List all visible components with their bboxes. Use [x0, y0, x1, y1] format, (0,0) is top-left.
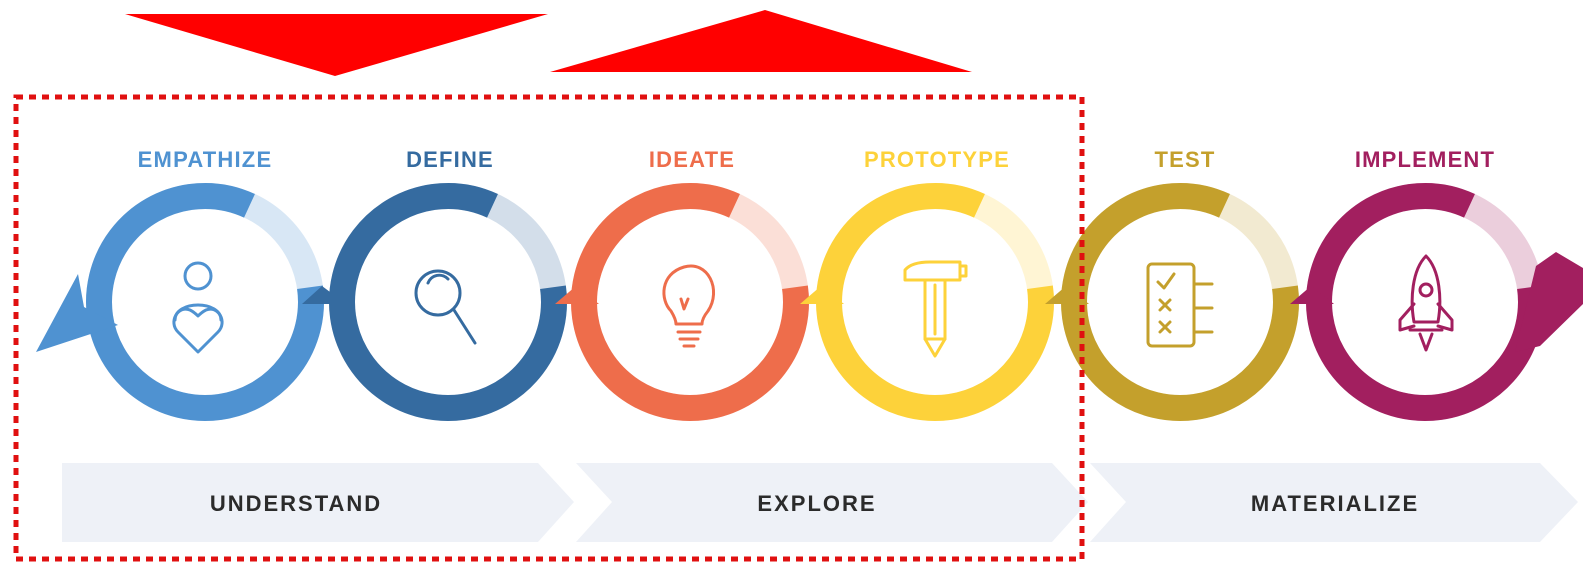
hammer-pencil-icon [903, 260, 968, 358]
checklist-icon [1146, 262, 1214, 348]
phase-band-materialize [1090, 463, 1578, 542]
stage-title-implement: IMPLEMENT [1355, 147, 1495, 172]
rocket-icon [1398, 254, 1454, 352]
highlight-box [13, 94, 1085, 562]
phase-bands [62, 463, 1578, 542]
phase-band-explore [576, 463, 1088, 542]
stage-ring-prototype [800, 183, 1054, 421]
phase-label-materialize: MATERIALIZE [1251, 491, 1419, 516]
stage-title-define: DEFINE [406, 147, 494, 172]
stage-title-test: TEST [1154, 147, 1215, 172]
lightbulb-icon [662, 264, 716, 348]
phase-label-understand: UNDERSTAND [210, 491, 382, 516]
stage-ring-implement [1290, 183, 1583, 421]
stage-title-ideate: IDEATE [649, 147, 735, 172]
red-down-arrow [125, 14, 548, 76]
magnifier-icon [414, 269, 477, 345]
stage-ring-define [302, 183, 567, 421]
stage-ring-ideate [555, 183, 809, 421]
stage-title-prototype: PROTOTYPE [864, 147, 1010, 172]
stage-ring-test [1045, 183, 1299, 421]
red-up-arrow [550, 10, 972, 72]
stage-title-empathize: EMPATHIZE [138, 147, 273, 172]
person-heart-icon [172, 261, 224, 354]
phase-band-understand [62, 463, 574, 542]
stage-ring-empathize [36, 183, 324, 421]
phase-label-explore: EXPLORE [757, 491, 876, 516]
